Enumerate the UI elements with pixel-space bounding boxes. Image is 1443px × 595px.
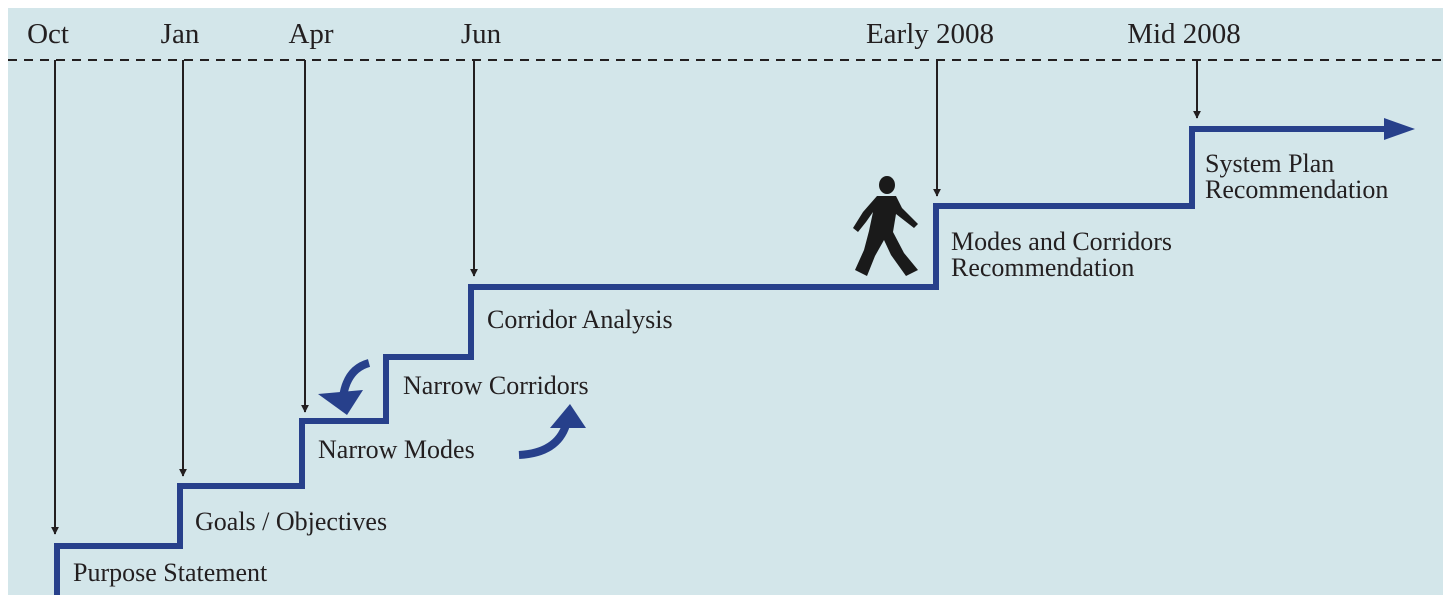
month-label-mid-2008: Mid 2008 <box>1127 18 1241 50</box>
step-label-modes-corridors-line1: Modes and Corridors <box>951 227 1172 256</box>
month-label-apr: Apr <box>288 18 333 50</box>
step-label-system-plan-line2: Recommendation <box>1205 175 1388 204</box>
step-label-purpose-statement: Purpose Statement <box>73 558 268 587</box>
month-label-jun: Jun <box>461 18 502 50</box>
process-staircase <box>54 126 1386 595</box>
step-label-goals-objectives: Goals / Objectives <box>195 507 387 536</box>
month-label-jan: Jan <box>161 18 200 50</box>
curved-arrow-forward <box>518 423 570 459</box>
month-label-oct: Oct <box>27 18 69 50</box>
step-label-system-plan-line1: System Plan <box>1205 149 1334 178</box>
step-label-narrow-modes: Narrow Modes <box>318 435 475 464</box>
step-label-corridor-analysis: Corridor Analysis <box>487 305 673 334</box>
month-label-early-2008: Early 2008 <box>866 18 994 50</box>
step-label-modes-corridors-line2: Recommendation <box>951 253 1134 282</box>
curved-arrow-back-head <box>318 390 363 415</box>
curved-arrow-forward-head <box>550 404 586 428</box>
walking-person-icon <box>853 176 918 276</box>
diagram-background <box>8 8 1443 595</box>
staircase-arrowhead <box>1384 118 1415 140</box>
step-label-narrow-corridors: Narrow Corridors <box>403 371 589 400</box>
